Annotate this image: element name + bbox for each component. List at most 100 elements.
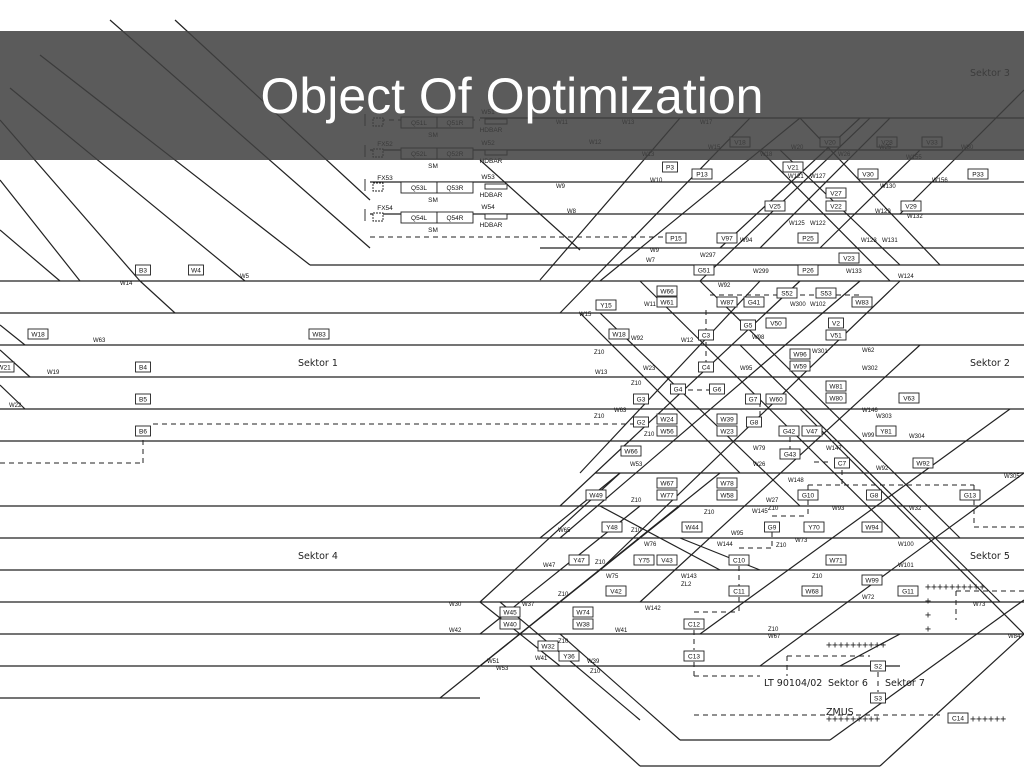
switch-label: W131 [882, 238, 898, 244]
element-box-label: C12 [688, 621, 700, 628]
track-end-markers: ++++++++++ ++++++++++ +++++++++ ++++++ +… [826, 582, 1006, 725]
element-box-w99: W99 [861, 574, 883, 586]
element-box-w80: W80 [825, 392, 847, 404]
element-box-w56: W56 [656, 425, 678, 437]
switch-label: Z10 [631, 528, 642, 534]
element-box-g41: G41 [743, 296, 765, 308]
switch-label: W93 [832, 506, 845, 512]
signal-w: W54 [481, 204, 495, 211]
element-box-w21: W21 [0, 361, 15, 373]
element-box-g6: G6 [709, 383, 725, 395]
element-box-label: C3 [702, 332, 711, 339]
element-box-label: V51 [830, 332, 842, 339]
element-box-w67: W67 [656, 477, 678, 489]
switch-label: W300 [790, 302, 806, 308]
switch-label: W302 [862, 366, 878, 372]
element-box-v25: V25 [764, 200, 786, 212]
element-box-y81: Y81 [875, 425, 897, 437]
switch-label: ZL2 [681, 582, 692, 588]
element-box-label: Y47 [573, 557, 585, 564]
element-box-label: C10 [733, 557, 745, 564]
element-box-label: B3 [139, 267, 147, 274]
svg-text:+: + [925, 610, 931, 621]
switch-label: W15 [579, 312, 592, 318]
element-box-y75: Y75 [633, 554, 655, 566]
element-box-label: V21 [787, 164, 799, 171]
switch-label: W130 [880, 184, 896, 190]
switch-label: Z10 [558, 639, 569, 645]
switch-label: W27 [766, 498, 779, 504]
switch-label: Z10 [595, 560, 606, 566]
sector-label-s2: Sektor 2 [970, 358, 1010, 369]
signal-right: Q53R [447, 185, 464, 192]
element-box-w32: W32 [537, 640, 559, 652]
element-box-label: W71 [829, 557, 843, 564]
element-box-label: B5 [139, 396, 147, 403]
switch-label: W122 [810, 221, 826, 227]
element-box-label: W23 [720, 428, 734, 435]
signal-sub: SM [428, 197, 438, 204]
element-box-g11: G11 [897, 585, 919, 597]
switch-label: W23 [643, 366, 656, 372]
element-box-label: G11 [902, 588, 914, 595]
element-box-label: V50 [770, 320, 782, 327]
element-box-label: Y15 [600, 302, 612, 309]
element-box-label: W66 [624, 448, 638, 455]
slide-title: Object Of Optimization [260, 68, 764, 124]
element-box-v42: V42 [605, 585, 627, 597]
element-box-label: V23 [843, 255, 855, 262]
element-box-label: V47 [806, 428, 818, 435]
element-box-label: Y70 [808, 524, 820, 531]
signal-right: Q54R [447, 215, 464, 222]
switch-label: W19 [47, 370, 60, 376]
element-box-label: B4 [139, 364, 147, 371]
element-box-g7: G7 [745, 393, 761, 405]
switch-label: W13 [595, 370, 608, 376]
switch-label: W67 [768, 634, 781, 640]
element-box-label: W94 [865, 524, 879, 531]
sector-label-s6: Sektor 6 [828, 678, 868, 689]
element-box-v43: V43 [656, 554, 678, 566]
switch-label: Z10 [594, 414, 605, 420]
switch-label: W145 [752, 509, 768, 515]
element-box-label: G13 [964, 492, 977, 499]
element-box-label: G41 [748, 299, 761, 306]
switch-label: W92 [876, 466, 889, 472]
element-box-label: S52 [781, 290, 793, 297]
element-box-c3: C3 [698, 329, 714, 341]
element-box-g10: G10 [797, 489, 819, 501]
switch-label: W129 [875, 209, 891, 215]
switch-label: W39 [587, 659, 600, 665]
svg-text:+: + [925, 624, 931, 635]
element-box-v27: V27 [825, 187, 847, 199]
element-box-label: W80 [829, 395, 843, 402]
element-box-label: G3 [637, 396, 646, 403]
element-box-label: G6 [713, 386, 722, 393]
element-box-w49: W49 [585, 489, 607, 501]
element-box-b3: B3 [135, 264, 151, 276]
element-box-label: C11 [733, 588, 745, 595]
element-box-label: W83 [312, 331, 326, 338]
switch-label: W22 [9, 403, 22, 409]
element-box-c4: C4 [698, 361, 714, 373]
element-box-label: V42 [610, 588, 622, 595]
sector-label-s4: Sektor 4 [298, 551, 338, 562]
annotation-lt: LT 90104/02 [764, 678, 822, 689]
element-box-w59: W59 [789, 360, 811, 372]
element-box-label: W61 [660, 299, 674, 306]
annotation-zmus: ZMUS [826, 707, 854, 718]
element-box-label: P26 [802, 267, 814, 274]
switch-label: Z10 [776, 543, 787, 549]
switch-label: W8 [567, 209, 577, 215]
element-box-label: B6 [139, 428, 147, 435]
element-box-v21: V21 [782, 161, 804, 173]
sector-label-s7: Sektor 7 [885, 678, 925, 689]
signal-sub: SM [428, 163, 438, 170]
element-box-label: W74 [576, 609, 590, 616]
element-box-label: C7 [838, 460, 847, 467]
element-box-w45: W45 [499, 606, 521, 618]
switch-label: W63 [93, 338, 106, 344]
switch-label: Z10 [631, 498, 642, 504]
element-box-w96: W96 [789, 348, 811, 360]
